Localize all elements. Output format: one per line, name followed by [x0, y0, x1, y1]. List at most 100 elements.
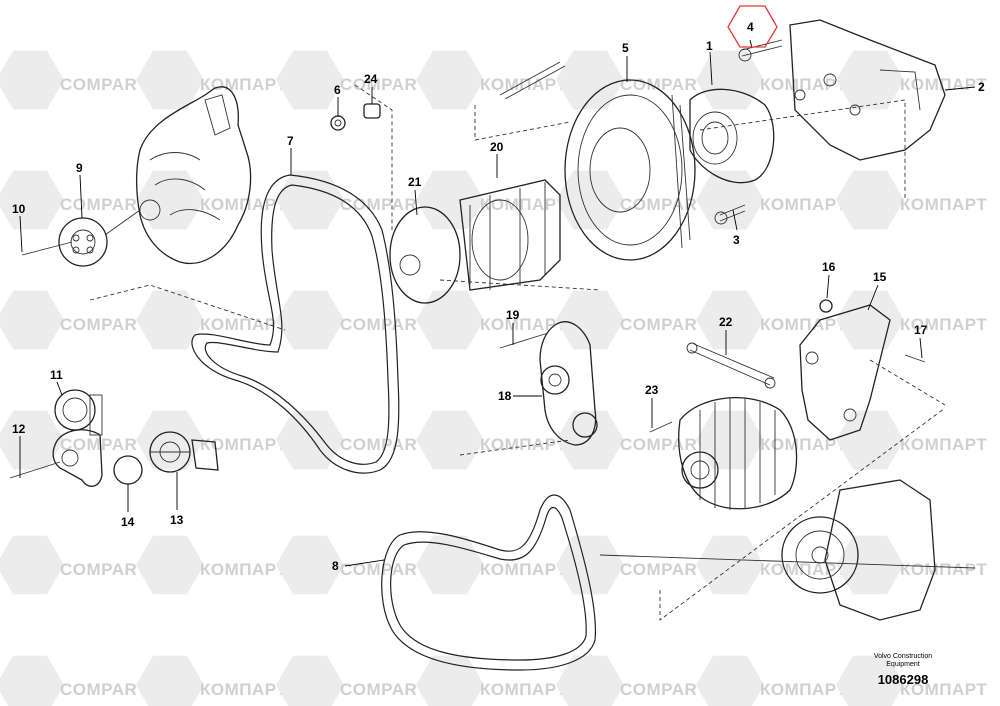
callout-16: 16	[822, 260, 836, 274]
watermark-hexagon	[696, 170, 764, 230]
watermark-hexagon	[836, 410, 904, 470]
watermark-text: КОМПАРТ	[480, 435, 567, 454]
footer-block: Volvo Construction Equipment 1086298	[874, 653, 932, 687]
watermark-text: КОМПАРТ	[480, 315, 567, 334]
watermark-hexagon	[416, 290, 484, 350]
watermark-hexagon	[836, 655, 904, 706]
watermark-text: КОМПАРТ	[200, 195, 287, 214]
watermark-hexagon	[696, 655, 764, 706]
watermark-hexagon	[136, 410, 204, 470]
watermark-hexagon	[416, 655, 484, 706]
callout-11: 11	[50, 368, 63, 382]
watermark-text: КОМПАРТ	[480, 680, 567, 699]
callout-13: 13	[170, 513, 184, 527]
watermark-layer: COMPART КОМПАРТ COMPART КОМПАРТ COMPART КОМПА…	[0, 50, 987, 706]
callout-5: 5	[622, 41, 629, 55]
watermark-text: КОМПАРТ	[760, 560, 847, 579]
callout-8: 8	[332, 559, 339, 573]
watermark-text: КОМПАРТ	[760, 75, 847, 94]
watermark-hexagon	[276, 410, 344, 470]
watermark-hexagon	[556, 655, 624, 706]
watermark-text: COMPART	[340, 560, 428, 579]
callout-12: 12	[12, 422, 26, 436]
callout-10: 10	[12, 202, 26, 216]
watermark-text: КОМПАРТ	[200, 560, 287, 579]
callout-23: 23	[645, 383, 659, 397]
watermark-text: КОМПАРТ	[480, 75, 567, 94]
watermark-hexagon	[136, 535, 204, 595]
callout-19: 19	[506, 308, 520, 322]
watermark-hexagon	[276, 655, 344, 706]
callout-1: 1	[706, 39, 713, 53]
brand-line-2: Equipment	[886, 661, 920, 668]
watermark-text: COMPART	[60, 560, 148, 579]
watermark-hexagon	[836, 290, 904, 350]
callout-22: 22	[719, 315, 733, 329]
watermark-text: COMPART	[620, 680, 708, 699]
watermark-text: КОМПАРТ	[900, 435, 987, 454]
watermark-hexagon	[556, 535, 624, 595]
watermark-text: КОМПАРТ	[200, 75, 287, 94]
watermark-hexagon	[276, 535, 344, 595]
watermark-hexagon	[416, 50, 484, 110]
watermark-text: КОМПАРТ	[480, 560, 567, 579]
watermark-hexagon	[836, 170, 904, 230]
watermark-text: КОМПАРТ	[900, 315, 987, 334]
watermark-text: COMPART	[60, 435, 148, 454]
watermark-hexagon	[556, 170, 624, 230]
watermark-hexagon	[0, 290, 64, 350]
watermark-hexagon	[836, 50, 904, 110]
watermark-text: COMPART	[60, 680, 148, 699]
watermark-hexagon	[276, 170, 344, 230]
watermark-text: COMPART	[340, 315, 428, 334]
tensioner	[9, 389, 103, 487]
watermark-text: COMPART	[60, 315, 148, 334]
watermark-text: COMPART	[60, 195, 148, 214]
watermark-text: COMPART	[340, 680, 428, 699]
watermark-text: КОМПАРТ	[480, 195, 567, 214]
watermark-hexagon	[0, 170, 64, 230]
callout-15: 15	[873, 270, 887, 284]
watermark-text: КОМПАРТ	[200, 435, 287, 454]
reference-lines	[89, 84, 946, 621]
watermark-hexagon	[836, 535, 904, 595]
alternator	[678, 397, 798, 510]
brand-line-1: Volvo Construction	[874, 653, 932, 660]
watermark-hexagon	[0, 410, 64, 470]
watermark-text: КОМПАРТ	[200, 315, 287, 334]
hub-and-bracket	[689, 19, 946, 184]
leader-lines	[19, 39, 976, 567]
callout-21: 21	[408, 175, 422, 189]
watermark-text: COMPART	[620, 560, 708, 579]
watermark-text: КОМПАРТ	[760, 435, 847, 454]
ac-compressor	[599, 479, 976, 621]
watermark-text: КОМПАРТ	[760, 680, 847, 699]
watermark-text: COMPART	[60, 75, 148, 94]
watermark-text: КОМПАРТ	[900, 75, 987, 94]
callout-6: 6	[334, 83, 341, 97]
drawing-number: 1086298	[878, 672, 929, 687]
tensioner-18	[499, 321, 598, 446]
alternator-bracket	[649, 299, 926, 441]
callout-17: 17	[914, 323, 928, 337]
watermark-hexagon	[136, 50, 204, 110]
bolts-3-4	[499, 39, 783, 225]
watermark-hexagon	[0, 535, 64, 595]
watermark-hexagon	[556, 50, 624, 110]
watermark-hexagon	[696, 50, 764, 110]
belt-7	[191, 174, 400, 474]
watermark-text: КОМПАРТ	[760, 195, 847, 214]
watermark-text: КОМПАРТ	[900, 560, 987, 579]
callout-14: 14	[121, 515, 135, 529]
watermark-hexagon	[136, 655, 204, 706]
watermark-hexagon	[136, 290, 204, 350]
callout-24: 24	[364, 72, 378, 86]
watermark-hexagon	[696, 290, 764, 350]
water-pump	[21, 86, 252, 267]
drawing	[9, 19, 976, 671]
callout-4: 4	[747, 20, 754, 34]
watermark-hexagon	[136, 170, 204, 230]
watermark-hexagon	[556, 410, 624, 470]
callout-2: 2	[978, 80, 985, 94]
